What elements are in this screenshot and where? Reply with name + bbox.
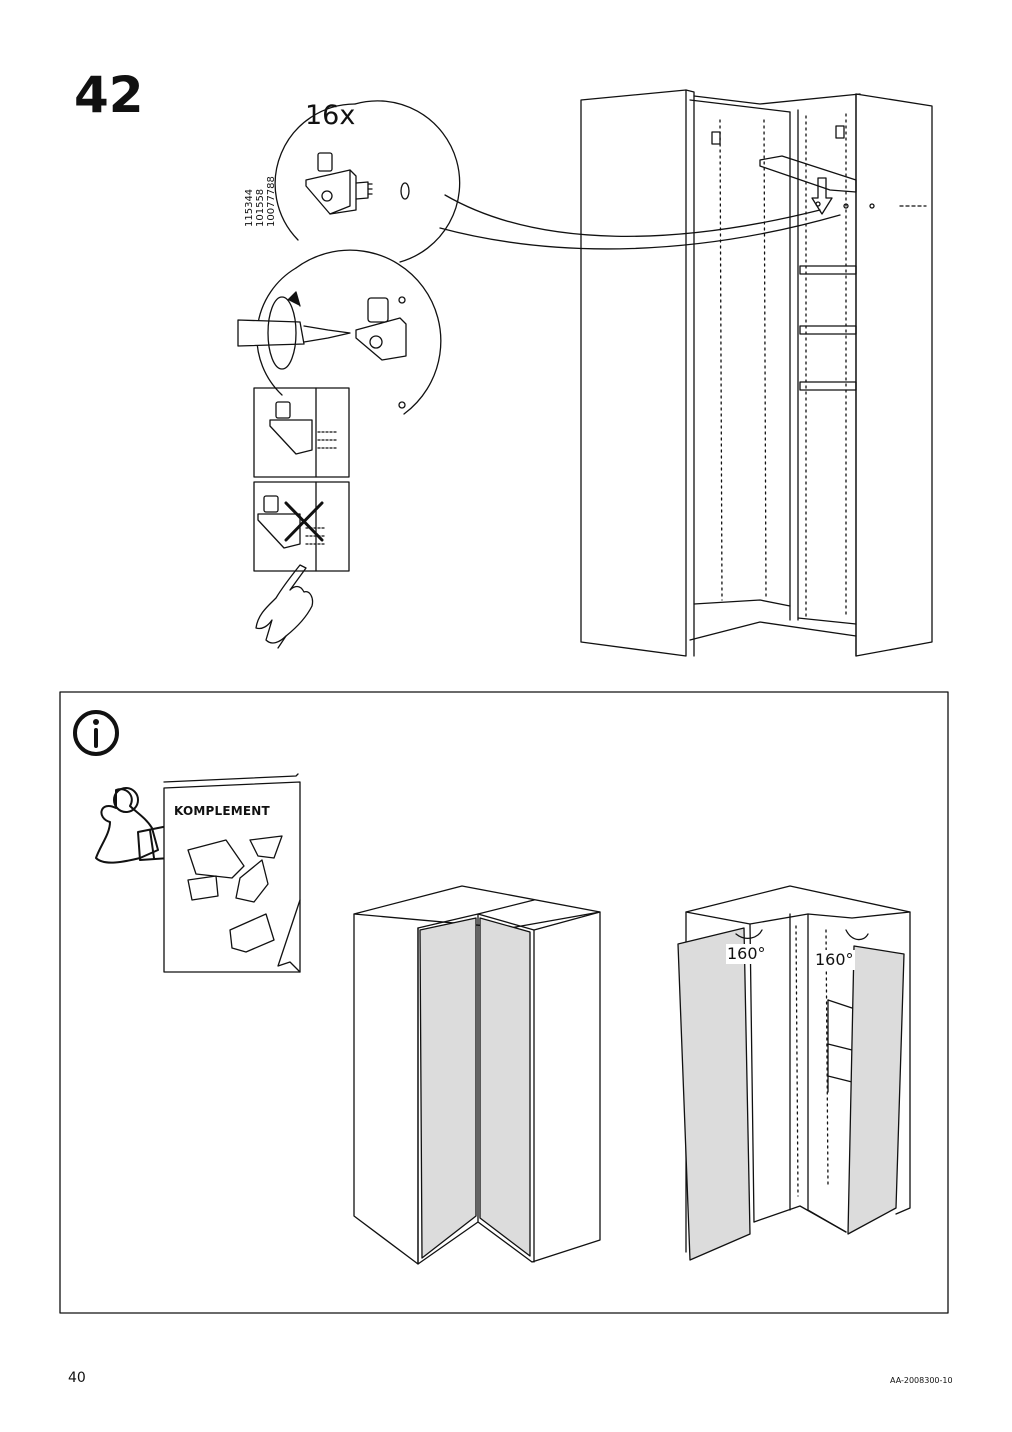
- pointing-hand-icon: [255, 564, 314, 649]
- step-number: 42: [74, 66, 144, 124]
- page-number: 40: [68, 1370, 86, 1386]
- corner-wardrobe-frame: [580, 89, 933, 657]
- document-code: AA-2008300-10: [890, 1376, 953, 1385]
- info-box: [59, 691, 949, 1314]
- zoom-detail-screwdriver: [237, 249, 442, 415]
- part-number: 10077788: [266, 176, 277, 227]
- part-numbers: 115344 101558 10077788: [244, 163, 304, 227]
- info-icon: [73, 710, 119, 756]
- quantity-label: 16x: [305, 100, 356, 131]
- part-number: 115344: [244, 188, 255, 227]
- reading-person-icon: [95, 787, 171, 864]
- open-corner-wardrobe: [677, 885, 911, 1261]
- hinge-angle-right: 160°: [814, 950, 855, 970]
- closed-corner-wardrobe: [353, 885, 601, 1265]
- incorrect-mounting-panel: [253, 481, 350, 572]
- booklet-illustration: [163, 773, 301, 973]
- booklet-title: KOMPLEMENT: [174, 804, 270, 818]
- zoom-detail-shelf-support: [274, 100, 461, 263]
- correct-mounting-panel: [253, 387, 350, 478]
- zoom-connector: [444, 194, 821, 237]
- part-number: 101558: [255, 188, 266, 227]
- hinge-angle-left: 160°: [726, 944, 767, 964]
